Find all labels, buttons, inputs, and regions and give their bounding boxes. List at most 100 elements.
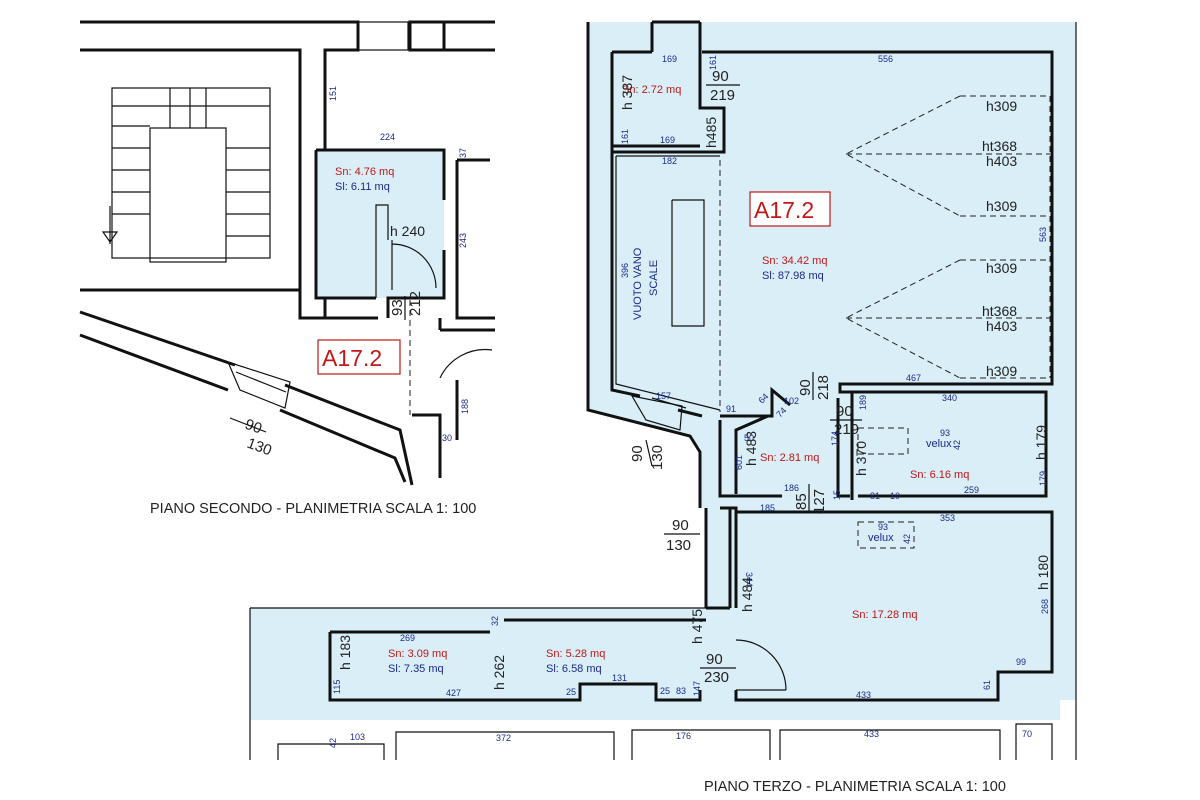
third-door-mid2-width: 90 [836, 403, 853, 420]
staircase [101, 87, 271, 263]
third-small-room-sn: Sn: 2.72 mq [622, 84, 681, 96]
svg-text:161: 161 [708, 55, 718, 70]
third-main-room-sn: Sn: 34.42 mq [762, 255, 827, 267]
height-label-6: ht368 [982, 303, 1017, 319]
second-floor-room [316, 150, 444, 298]
velux-label-1: velux [926, 438, 952, 450]
third-door-top-width: 90 [712, 68, 729, 85]
second-floor-caption: PIANO SECONDO - PLANIMETRIA SCALA 1: 100 [150, 501, 476, 517]
svg-text:169: 169 [662, 54, 677, 64]
second-floor-door-height: 212 [407, 291, 424, 316]
third-window-right-height: 130 [666, 537, 691, 554]
svg-text:396: 396 [620, 263, 630, 278]
svg-text:185: 185 [760, 503, 775, 513]
second-floor-room-height: h 240 [390, 223, 425, 239]
svg-text:30: 30 [442, 433, 452, 443]
svg-text:25: 25 [660, 686, 670, 696]
second-floor-room-sl: Sl: 6.11 mq [335, 181, 390, 193]
svg-text:188: 188 [460, 399, 470, 414]
height-label-4: h309 [986, 198, 1017, 214]
svg-text:115: 115 [332, 680, 342, 694]
third-door-mid-width: 90 [797, 379, 814, 396]
stair-arrow-icon [101, 231, 119, 244]
svg-text:42: 42 [328, 738, 338, 748]
svg-text:70: 70 [1022, 729, 1032, 739]
stair-void-line2: SCALE [648, 260, 660, 296]
unit-label-third-floor: A17.2 [754, 197, 814, 223]
third-door-top-room-height: h485 [703, 117, 719, 148]
svg-text:372: 372 [496, 733, 511, 743]
third-room-b-sn: Sn: 6.16 mq [910, 469, 969, 481]
svg-text:32: 32 [490, 616, 500, 626]
svg-text:433: 433 [864, 729, 879, 739]
velux-2-height: 42 [902, 534, 912, 544]
svg-text:601: 601 [734, 455, 744, 470]
third-bottom-left-sl: Sl: 7.35 mq [388, 663, 444, 675]
second-floor-window-height: 130 [245, 435, 274, 460]
svg-text:157: 157 [656, 391, 671, 401]
stair-void-line1: VUOTO VANO [632, 247, 644, 320]
velux-1-height: 42 [952, 440, 962, 450]
third-room-b-height-right: h 179 [1033, 425, 1049, 460]
svg-text:556: 556 [878, 54, 893, 64]
third-floor-caption: PIANO TERZO - PLANIMETRIA SCALA 1: 100 [704, 779, 1006, 795]
unit-label-box-third [749, 191, 831, 227]
svg-text:151: 151 [328, 86, 338, 101]
svg-text:81: 81 [870, 491, 880, 501]
svg-text:186: 186 [784, 483, 799, 493]
svg-text:344: 344 [744, 572, 754, 587]
height-label-5: h309 [986, 260, 1017, 276]
third-floor-plan: Sn: 2.72 mq h 387 169 161 161 169 90 219… [249, 20, 1077, 795]
svg-text:147: 147 [692, 681, 702, 696]
svg-text:169: 169 [660, 135, 675, 145]
third-door-bottom-width: 90 [706, 651, 723, 668]
svg-text:15: 15 [832, 490, 842, 500]
third-door-mid3-width: 85 [793, 493, 810, 510]
third-bottom-left-height: h 183 [337, 635, 353, 670]
third-bottom-mid-height: h 262 [491, 655, 507, 690]
third-door-mid2-height: 219 [834, 421, 859, 438]
third-bottom-mid-sn: Sn: 5.28 mq [546, 648, 605, 660]
svg-text:99: 99 [1016, 657, 1026, 667]
svg-text:427: 427 [446, 688, 461, 698]
svg-text:176: 176 [676, 731, 691, 741]
svg-text:131: 131 [612, 673, 627, 683]
svg-text:37: 37 [458, 148, 468, 158]
height-label-8: h309 [986, 363, 1017, 379]
svg-text:224: 224 [380, 132, 395, 142]
third-room-c-height-right: h 180 [1035, 555, 1051, 590]
third-room-b-height-left: h 370 [853, 441, 869, 476]
third-door-mid-height: 218 [815, 375, 832, 400]
svg-text:50: 50 [744, 433, 754, 443]
third-window-left-width: 90 [629, 445, 646, 462]
svg-text:182: 182 [662, 156, 677, 166]
svg-text:83: 83 [676, 686, 686, 696]
second-floor-room-sn: Sn: 4.76 mq [335, 166, 394, 178]
height-label-2: ht368 [982, 138, 1017, 154]
unit-label-box-second [317, 339, 401, 375]
svg-text:102: 102 [784, 396, 799, 406]
second-floor-walls [80, 20, 378, 320]
third-door-mid3-height: 127 [811, 489, 828, 514]
second-floor-plan: 151 224 37 243 188 30 Sn: 4.76 mq Sl: 6.… [79, 20, 495, 517]
svg-text:268: 268 [1040, 599, 1050, 614]
svg-text:10: 10 [890, 491, 900, 501]
svg-text:174: 174 [830, 431, 840, 446]
third-main-room-sl: Sl: 87.98 mq [762, 270, 824, 282]
third-door-bottom-height: 230 [704, 669, 729, 686]
svg-text:353: 353 [940, 513, 955, 523]
height-label-7: h403 [986, 318, 1017, 334]
svg-text:269: 269 [400, 633, 415, 643]
velux-2-width: 93 [878, 522, 888, 532]
third-window-left-height: 130 [649, 445, 666, 470]
third-small-room-height: h 387 [619, 75, 635, 110]
third-floor-fill [250, 22, 1076, 720]
height-label-1: h309 [986, 98, 1017, 114]
third-room-c-sn: Sn: 17.28 mq [852, 609, 917, 621]
velux-label-2: velux [868, 532, 894, 544]
svg-text:340: 340 [942, 393, 957, 403]
svg-text:103: 103 [350, 732, 365, 742]
svg-text:433: 433 [856, 690, 871, 700]
second-floor-door-width: 93 [389, 299, 406, 316]
